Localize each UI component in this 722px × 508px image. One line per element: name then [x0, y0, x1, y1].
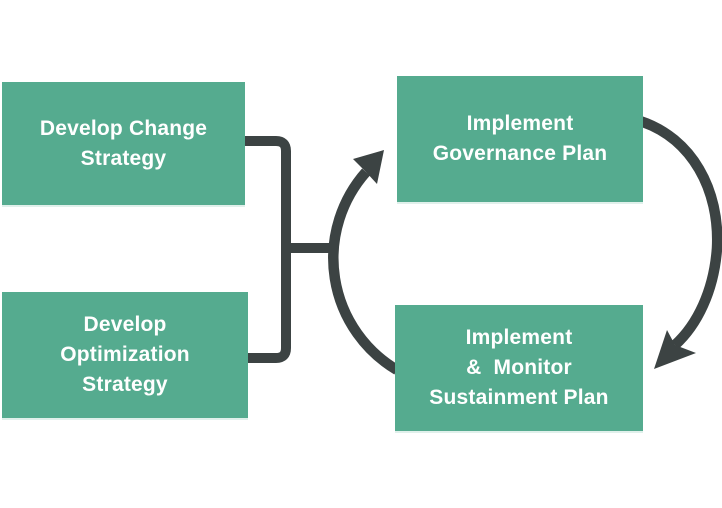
box-implement-governance-plan-label: Implement Governance Plan [432, 112, 608, 165]
cycle-arc-left [328, 168, 400, 375]
box-implement-monitor-sustainment-plan: Implement & Monitor Sustainment Plan [395, 305, 643, 431]
box-develop-optimization-strategy: Develop Optimization Strategy [2, 292, 248, 418]
box-implement-governance-plan: Implement Governance Plan [397, 76, 643, 202]
box-develop-change-strategy: Develop Change Strategy [2, 82, 245, 205]
arrowhead-northeast-icon [353, 150, 384, 184]
box-develop-change-strategy-label: Develop Change Strategy [39, 116, 208, 170]
cycle-arc-right [638, 116, 722, 349]
arrowhead-southwest-icon [654, 330, 696, 369]
box-develop-optimization-strategy-label: Develop Optimization Strategy [60, 313, 190, 396]
box-implement-monitor-sustainment-plan-label: Implement & Monitor Sustainment Plan [429, 326, 609, 409]
